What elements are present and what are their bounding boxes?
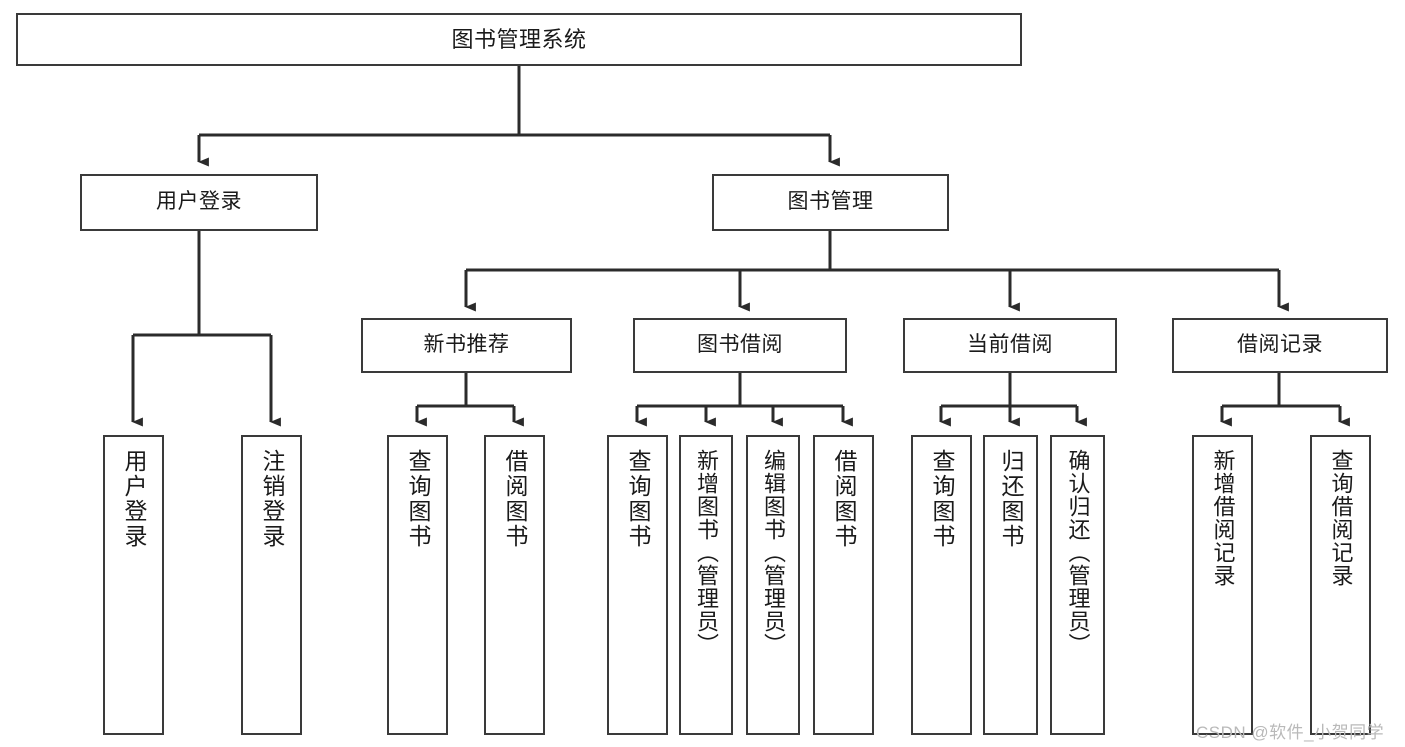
node-book-manage[interactable]: 图书管理: [712, 174, 949, 231]
leaf-borrow-book-1[interactable]: 借阅图书: [484, 435, 545, 735]
node-new-book-recommend[interactable]: 新书推荐: [361, 318, 572, 373]
node-borrow-record-label: 借阅记录: [1237, 333, 1323, 357]
leaf-query-book-1[interactable]: 查询图书: [387, 435, 448, 735]
leaf-query-book-1-label: 查询图书: [405, 449, 431, 549]
leaf-add-book[interactable]: 新增图书（管理员）: [679, 435, 733, 735]
node-book-borrow-label: 图书借阅: [697, 333, 783, 357]
node-current-borrow[interactable]: 当前借阅: [903, 318, 1117, 373]
node-book-borrow[interactable]: 图书借阅: [633, 318, 847, 373]
node-user-login[interactable]: 用户登录: [80, 174, 318, 231]
leaf-query-record[interactable]: 查询借阅记录: [1310, 435, 1371, 735]
leaf-confirm-return-label: 确认归还（管理员）: [1065, 449, 1091, 656]
node-book-manage-label: 图书管理: [787, 190, 874, 214]
node-new-book-recommend-label: 新书推荐: [423, 333, 510, 357]
leaf-query-record-label: 查询借阅记录: [1328, 449, 1354, 587]
leaf-query-book-3-label: 查询图书: [929, 449, 955, 549]
leaf-add-record[interactable]: 新增借阅记录: [1192, 435, 1253, 735]
leaf-edit-book[interactable]: 编辑图书（管理员）: [746, 435, 800, 735]
node-borrow-record[interactable]: 借阅记录: [1172, 318, 1388, 373]
node-user-login-label: 用户登录: [156, 190, 242, 214]
leaf-user-logout-label: 注销登录: [259, 449, 285, 549]
leaf-user-login[interactable]: 用户登录: [103, 435, 164, 735]
leaf-user-login-label: 用户登录: [121, 449, 147, 549]
node-current-borrow-label: 当前借阅: [967, 333, 1053, 357]
node-root[interactable]: 图书管理系统: [16, 13, 1022, 66]
leaf-user-logout[interactable]: 注销登录: [241, 435, 302, 735]
leaf-borrow-book-2[interactable]: 借阅图书: [813, 435, 874, 735]
leaf-add-book-label: 新增图书（管理员）: [694, 449, 719, 656]
leaf-add-record-label: 新增借阅记录: [1210, 449, 1236, 587]
leaf-return-book[interactable]: 归还图书: [983, 435, 1038, 735]
node-root-label: 图书管理系统: [451, 26, 587, 52]
leaf-return-book-label: 归还图书: [998, 449, 1024, 549]
csdn-watermark: CSDN @软件_小贺同学: [1196, 723, 1385, 742]
leaf-query-book-2[interactable]: 查询图书: [607, 435, 668, 735]
leaf-query-book-2-label: 查询图书: [625, 449, 651, 549]
leaf-borrow-book-2-label: 借阅图书: [831, 449, 857, 549]
leaf-edit-book-label: 编辑图书（管理员）: [761, 449, 786, 656]
leaf-borrow-book-1-label: 借阅图书: [502, 449, 528, 549]
leaf-query-book-3[interactable]: 查询图书: [911, 435, 972, 735]
leaf-confirm-return[interactable]: 确认归还（管理员）: [1050, 435, 1105, 735]
